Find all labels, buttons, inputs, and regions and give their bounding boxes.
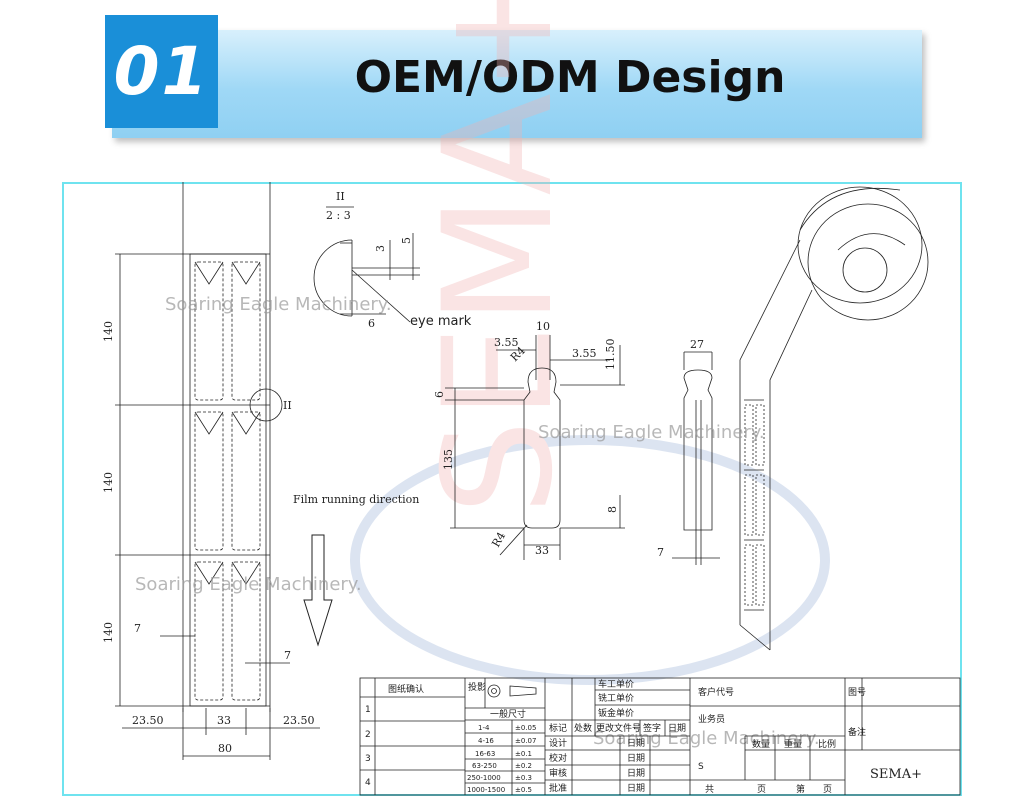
dim-140-c: 140 <box>102 622 115 643</box>
watermark-3: Soaring Eagle Machinery. <box>135 574 362 595</box>
tb-ratio: 比例 <box>818 738 836 750</box>
svg-text:1000-1500: 1000-1500 <box>467 786 505 794</box>
dim-140-a: 140 <box>102 321 115 342</box>
tb-price-mill: 铣工单价 <box>598 692 634 704</box>
svg-text:±0.2: ±0.2 <box>515 762 532 770</box>
dim-23-50-a: 23.50 <box>132 714 164 727</box>
tb-date-1: 日期 <box>627 738 645 749</box>
tb-rev-sign: 签字 <box>643 722 661 734</box>
dim-80: 80 <box>218 742 232 755</box>
section-number-box: 01 <box>105 15 218 128</box>
section-mark: II <box>283 399 292 412</box>
tb-salesman: 业务员 <box>698 713 725 725</box>
svg-text:±0.1: ±0.1 <box>515 750 532 758</box>
tb-weight: 重量 <box>784 738 802 750</box>
dim-135: 135 <box>442 449 455 470</box>
tb-tolerance-title: 一般尺寸 <box>490 708 526 720</box>
svg-text:4-16: 4-16 <box>478 737 494 745</box>
tb-s-mark: S <box>698 762 704 772</box>
dim-r4-b: R4 <box>489 530 508 550</box>
dim-7-c: 7 <box>657 546 664 559</box>
tb-qty: 数量 <box>752 738 770 750</box>
dim-8: 8 <box>606 506 619 513</box>
tb-company: SEMA+ <box>870 767 922 782</box>
dim-6: 6 <box>368 317 375 330</box>
tb-rev-date: 日期 <box>668 723 686 734</box>
tb-row-2: 2 <box>365 730 371 740</box>
dim-33-a: 33 <box>217 714 231 727</box>
scale-label: 2 : 3 <box>326 209 351 222</box>
dim-23-50-b: 23.50 <box>283 714 315 727</box>
tb-design: 设计 <box>549 737 567 749</box>
dim-140-b: 140 <box>102 472 115 493</box>
logo-watermark: SEMA+ <box>350 0 830 685</box>
svg-text:±0.3: ±0.3 <box>515 774 532 782</box>
title-banner <box>112 30 922 138</box>
page-title: OEM/ODM Design <box>354 52 786 103</box>
svg-text:16-63: 16-63 <box>475 750 495 758</box>
tb-page-1: 页 <box>757 784 766 795</box>
dim-7-a: 7 <box>134 622 141 635</box>
dim-3-55-a: 3.55 <box>494 336 519 349</box>
dim-33-b: 33 <box>535 544 549 557</box>
tb-approve: 批准 <box>549 782 567 794</box>
film-direction-arrow <box>303 534 333 647</box>
watermark-2: Soaring Eagle Machinery. <box>538 422 765 443</box>
tb-sheet: 第 <box>796 783 805 795</box>
svg-text:1-4: 1-4 <box>478 724 490 732</box>
dim-3: 3 <box>374 245 387 252</box>
bottle-front-view <box>445 335 625 560</box>
eye-mark-label: eye mark <box>410 314 472 329</box>
bottle-side-view <box>672 351 720 565</box>
svg-text:±0.07: ±0.07 <box>515 737 536 745</box>
title-block <box>359 677 961 796</box>
tb-row-3: 3 <box>365 754 371 764</box>
film-direction-label: Film running direction <box>293 493 419 506</box>
dim-3-55-b: 3.55 <box>572 347 597 360</box>
dim-6-b: 6 <box>433 391 446 398</box>
tb-remark: 备注 <box>848 726 866 738</box>
dim-7-b: 7 <box>284 649 291 662</box>
tb-review: 审核 <box>549 767 567 779</box>
tb-rev-file: 更改文件号 <box>596 722 641 734</box>
tb-rev-mark: 标记 <box>549 722 567 734</box>
dim-11-50: 11.50 <box>604 339 617 371</box>
section-number: 01 <box>113 33 210 110</box>
svg-text:250-1000: 250-1000 <box>467 774 501 782</box>
tb-date-4: 日期 <box>627 783 645 794</box>
tb-fig-no: 图号 <box>848 687 866 698</box>
tb-row-1: 1 <box>365 705 371 715</box>
tb-page-2: 页 <box>823 784 832 795</box>
svg-text:63-250: 63-250 <box>472 762 497 770</box>
tb-row-4: 4 <box>365 778 371 788</box>
tb-check: 校对 <box>549 752 567 764</box>
scale-top: II <box>336 190 345 203</box>
tb-confirm: 图纸确认 <box>388 683 424 695</box>
watermark-1: Soaring Eagle Machinery. <box>165 294 392 315</box>
film-roll-view <box>739 186 929 651</box>
film-strip-view <box>115 182 320 760</box>
tb-total: 共 <box>705 784 714 795</box>
tolerance-table: 1-4 ±0.05 4-16 ±0.07 16-63 ±0.1 63-250 ±… <box>467 724 536 794</box>
tb-projection: 投影 <box>468 681 486 693</box>
dim-10: 10 <box>536 320 550 333</box>
tb-customer-code: 客户代号 <box>698 686 734 698</box>
dim-5: 5 <box>400 237 413 244</box>
tb-date-3: 日期 <box>627 768 645 779</box>
tb-rev-count: 处数 <box>574 722 592 734</box>
detail-view <box>313 206 420 323</box>
tb-date-2: 日期 <box>627 753 645 764</box>
tb-price-sheet: 钣金单价 <box>598 707 634 719</box>
logo-text: SEMA+ <box>412 0 586 515</box>
dim-27: 27 <box>690 338 704 351</box>
svg-text:±0.5: ±0.5 <box>515 786 532 794</box>
svg-text:±0.05: ±0.05 <box>515 724 536 732</box>
tb-price-car: 车工单价 <box>598 678 634 690</box>
